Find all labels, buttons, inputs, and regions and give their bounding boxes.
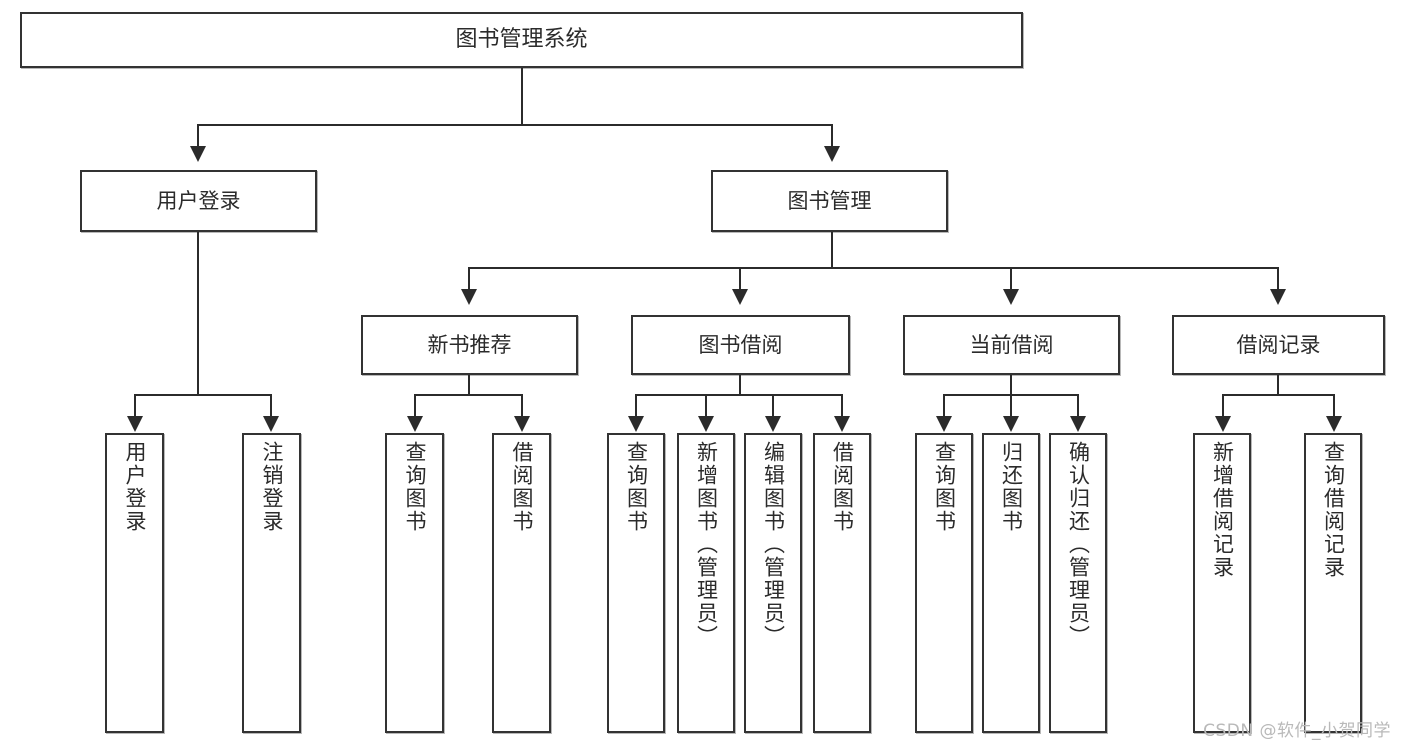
connector-book-borrow-c4 (841, 394, 843, 416)
connector-to-current-borrow (1010, 267, 1012, 289)
node-label: 图书借阅 (698, 332, 783, 357)
node-label: 归还图书 (999, 441, 1024, 533)
node-label: 用户登录 (123, 441, 147, 533)
connector-book-borrow-c3 (772, 394, 774, 416)
leaf-user-login[interactable]: 用户登录 (105, 433, 164, 733)
arrow-to-leaf-query-book-1 (407, 416, 423, 432)
arrow-to-leaf-logout (263, 416, 279, 432)
node-label: 编辑图书（管理员） (761, 441, 786, 648)
node-label: 借阅图书 (830, 441, 855, 533)
leaf-return-book[interactable]: 归还图书 (982, 433, 1040, 733)
arrow-to-leaf-confirm-return (1070, 416, 1086, 432)
node-borrow-record[interactable]: 借阅记录 (1172, 315, 1385, 375)
arrow-to-book-borrow (732, 289, 748, 305)
node-label: 借阅记录 (1236, 332, 1321, 357)
connector-root-to-book-mgmt (831, 124, 833, 146)
connector-new-book-stem (468, 375, 470, 394)
connector-to-book-borrow (739, 267, 741, 289)
connector-book-borrow-bus (635, 394, 843, 396)
arrow-to-leaf-add-book (698, 416, 714, 432)
connector-borrow-record-left (1222, 394, 1224, 416)
connector-new-book-bus (414, 394, 522, 396)
connector-to-new-book (468, 267, 470, 289)
arrow-to-leaf-add-record (1215, 416, 1231, 432)
arrow-to-new-book (461, 289, 477, 305)
leaf-query-borrow-record[interactable]: 查询借阅记录 (1304, 433, 1362, 733)
node-label: 查询图书 (403, 441, 427, 533)
connector-new-book-left (414, 394, 416, 416)
connector-current-borrow-c3 (1077, 394, 1079, 416)
connector-book-mgmt-bus (468, 267, 1279, 269)
node-user-login[interactable]: 用户登录 (80, 170, 317, 232)
connector-borrow-record-bus (1222, 394, 1334, 396)
connector-user-login-stem (197, 232, 199, 394)
node-book-management[interactable]: 图书管理 (711, 170, 948, 232)
arrow-to-user-login (190, 146, 206, 162)
arrow-to-current-borrow (1003, 289, 1019, 305)
arrow-to-book-mgmt (824, 146, 840, 162)
leaf-add-borrow-record[interactable]: 新增借阅记录 (1193, 433, 1251, 733)
node-root-system[interactable]: 图书管理系统 (20, 12, 1023, 68)
connector-user-login-bus (134, 394, 270, 396)
arrow-to-leaf-return-book (1003, 416, 1019, 432)
node-label: 图书管理系统 (455, 27, 588, 53)
connector-current-borrow-c1 (943, 394, 945, 416)
arrow-to-leaf-borrow-book-2 (834, 416, 850, 432)
leaf-borrow-book-new[interactable]: 借阅图书 (492, 433, 551, 733)
node-label: 用户登录 (156, 188, 241, 213)
connector-current-borrow-stem (1010, 375, 1012, 394)
leaf-query-book-borrow[interactable]: 查询图书 (607, 433, 665, 733)
arrow-to-leaf-edit-book (765, 416, 781, 432)
arrow-to-leaf-user-login (127, 416, 143, 432)
connector-root-to-user-login (197, 124, 199, 146)
node-label: 借阅图书 (510, 441, 534, 533)
node-label: 新增图书（管理员） (694, 441, 719, 648)
leaf-edit-book[interactable]: 编辑图书（管理员） (744, 433, 802, 733)
connector-user-login-right (270, 394, 272, 416)
connector-to-borrow-record (1277, 267, 1279, 289)
connector-user-login-left (134, 394, 136, 416)
connector-borrow-record-stem (1277, 375, 1279, 394)
connector-current-borrow-c2 (1010, 394, 1012, 416)
node-label: 确认归还（管理员） (1066, 441, 1091, 648)
node-label: 查询图书 (624, 441, 649, 533)
arrow-to-borrow-record (1270, 289, 1286, 305)
node-current-borrow[interactable]: 当前借阅 (903, 315, 1120, 375)
arrow-to-leaf-query-book-2 (628, 416, 644, 432)
connector-new-book-right (521, 394, 523, 416)
leaf-borrow-book[interactable]: 借阅图书 (813, 433, 871, 733)
arrow-to-leaf-query-record (1326, 416, 1342, 432)
connector-book-borrow-c2 (705, 394, 707, 416)
node-label: 新增借阅记录 (1210, 441, 1235, 579)
node-label: 图书管理 (787, 188, 872, 213)
node-book-borrow[interactable]: 图书借阅 (631, 315, 850, 375)
connector-borrow-record-right (1333, 394, 1335, 416)
arrow-to-leaf-borrow-book-1 (514, 416, 530, 432)
connector-book-borrow-stem (739, 375, 741, 394)
leaf-query-book-new[interactable]: 查询图书 (385, 433, 444, 733)
leaf-confirm-return[interactable]: 确认归还（管理员） (1049, 433, 1107, 733)
node-label: 查询借阅记录 (1321, 441, 1346, 579)
node-label: 当前借阅 (969, 332, 1054, 357)
node-new-book-recommend[interactable]: 新书推荐 (361, 315, 578, 375)
connector-root-stem (521, 68, 523, 124)
node-label: 注销登录 (260, 441, 284, 533)
node-label: 新书推荐 (427, 332, 512, 357)
leaf-add-book[interactable]: 新增图书（管理员） (677, 433, 735, 733)
leaf-query-book-current[interactable]: 查询图书 (915, 433, 973, 733)
arrow-to-leaf-query-book-3 (936, 416, 952, 432)
connector-book-borrow-c1 (635, 394, 637, 416)
node-label: 查询图书 (932, 441, 957, 533)
leaf-logout[interactable]: 注销登录 (242, 433, 301, 733)
connector-root-bus (197, 124, 833, 126)
connector-book-mgmt-stem (831, 232, 833, 267)
